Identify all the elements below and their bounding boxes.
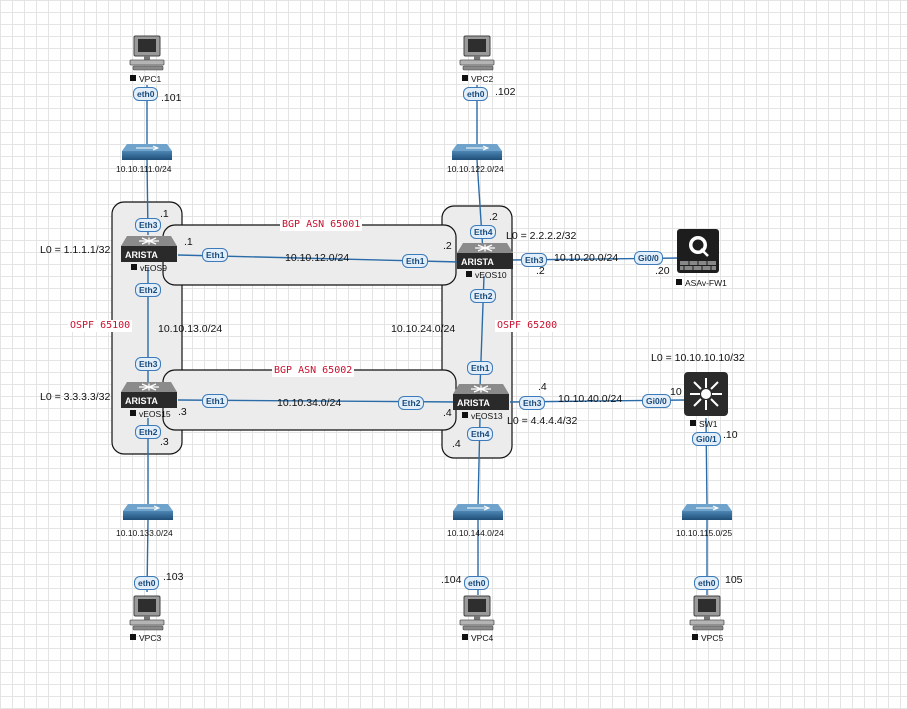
subnet-10-10-24: 10.10.24.0/24 xyxy=(391,323,456,335)
switch-10-10-144-icon[interactable] xyxy=(452,503,504,521)
port-vpc1-eth0[interactable]: eth0 xyxy=(133,87,159,101)
subnet-10-10-13: 10.10.13.0/24 xyxy=(158,323,223,335)
arista-logo-veos9: ARISTA xyxy=(125,250,158,260)
veos13-name: vEOS13 xyxy=(462,411,503,421)
veos10-loopback: L0 = 2.2.2.2/32 xyxy=(506,230,577,242)
host-asa-gi00: .20 xyxy=(655,265,670,277)
port-veos9-eth1[interactable]: Eth1 xyxy=(202,248,229,262)
arista-logo-veos13: ARISTA xyxy=(457,398,490,408)
port-veos15-eth1[interactable]: Eth1 xyxy=(202,394,229,408)
host-vpc5: 105 xyxy=(725,574,743,586)
port-veos15-eth3[interactable]: Eth3 xyxy=(135,357,162,371)
vpc3-icon[interactable] xyxy=(129,595,165,631)
port-veos10-eth2[interactable]: Eth2 xyxy=(470,289,497,303)
port-veos15-eth2[interactable]: Eth2 xyxy=(135,425,162,439)
arista-logo-veos10: ARISTA xyxy=(461,257,494,267)
ospf-65100-label: OSPF 65100 xyxy=(68,320,133,332)
veos15-name: vEOS15 xyxy=(130,409,171,419)
port-vpc2-eth0[interactable]: eth0 xyxy=(463,87,489,101)
host-veos10-eth4: .2 xyxy=(489,211,498,223)
host-vpc1: .101 xyxy=(161,92,182,104)
host-veos13-eth3: .4 xyxy=(538,381,547,393)
host-sw1-gi00: 10 xyxy=(670,386,682,398)
host-vpc2: .102 xyxy=(495,86,516,98)
host-veos15-eth1: .3 xyxy=(178,406,187,418)
veos9-loopback: L0 = 1.1.1.1/32 xyxy=(40,244,111,256)
host-vpc4: .104 xyxy=(441,574,462,586)
port-sw1-gi00[interactable]: Gi0/0 xyxy=(642,394,671,408)
port-vpc4-eth0[interactable]: eth0 xyxy=(464,576,490,590)
subnet-10-10-40: 10.10.40.0/24 xyxy=(558,393,623,405)
port-vpc3-eth0[interactable]: eth0 xyxy=(134,576,160,590)
host-veos10-eth1: .2 xyxy=(443,240,452,252)
vpc1-name: VPC1 xyxy=(130,74,161,84)
switch-10-10-133-icon[interactable] xyxy=(122,503,174,521)
subnet-10-10-133: 10.10.133.0/24 xyxy=(116,528,173,538)
vpc4-icon[interactable] xyxy=(459,595,495,631)
port-vpc5-eth0[interactable]: eth0 xyxy=(694,576,720,590)
vpc3-name: VPC3 xyxy=(130,633,161,643)
vpc5-icon[interactable] xyxy=(689,595,725,631)
subnet-10-10-20: 10.10.20.0/24 xyxy=(554,252,619,264)
port-veos13-eth1[interactable]: Eth1 xyxy=(467,361,494,375)
port-veos9-eth2[interactable]: Eth2 xyxy=(135,283,162,297)
sw1-l3-switch-icon[interactable] xyxy=(684,372,728,416)
bgp-asn-65001-label: BGP ASN 65001 xyxy=(280,219,363,231)
host-sw1-gi01: .10 xyxy=(723,429,738,441)
subnet-10-10-144: 10.10.144.0/24 xyxy=(447,528,504,538)
asa-name: ASAv-FW1 xyxy=(676,278,727,288)
vpc5-name: VPC5 xyxy=(692,633,723,643)
subnet-10-10-115: 10.10.115.0/25 xyxy=(676,528,733,538)
asa-firewall-icon[interactable] xyxy=(677,229,719,273)
ospf-65200-label: OSPF 65200 xyxy=(495,320,560,332)
subnet-10-10-12: 10.10.12.0/24 xyxy=(285,252,350,264)
host-veos15-eth2: .3 xyxy=(160,436,169,448)
port-veos13-eth4[interactable]: Eth4 xyxy=(467,427,494,441)
switch-10-10-122-icon[interactable] xyxy=(451,143,503,161)
arista-logo-veos15: ARISTA xyxy=(125,396,158,406)
veos15-loopback: L0 = 3.3.3.3/32 xyxy=(40,391,111,403)
port-sw1-gi01[interactable]: Gi0/1 xyxy=(692,432,721,446)
vpc1-icon[interactable] xyxy=(129,35,165,71)
host-veos10-eth3: .2 xyxy=(536,265,545,277)
vpc2-name: VPC2 xyxy=(462,74,493,84)
host-veos13-eth4: .4 xyxy=(452,438,461,450)
port-veos10-eth1[interactable]: Eth1 xyxy=(402,254,429,268)
port-veos10-eth4[interactable]: Eth4 xyxy=(470,225,497,239)
bgp-asn-65002-label: BGP ASN 65002 xyxy=(272,365,355,377)
veos9-name: vEOS9 xyxy=(131,263,167,273)
vpc2-icon[interactable] xyxy=(459,35,495,71)
switch-10-10-115-icon[interactable] xyxy=(681,503,733,521)
host-vpc3: .103 xyxy=(163,571,184,583)
switch-10-10-111-icon[interactable] xyxy=(121,143,173,161)
port-veos13-eth2[interactable]: Eth2 xyxy=(398,396,425,410)
host-veos13-eth1: .4 xyxy=(443,407,452,419)
subnet-10-10-122: 10.10.122.0/24 xyxy=(447,164,504,174)
host-veos9-eth1: .1 xyxy=(184,236,193,248)
vpc4-name: VPC4 xyxy=(462,633,493,643)
subnet-10-10-111: 10.10.111.0/24 xyxy=(116,164,172,174)
port-veos9-eth3[interactable]: Eth3 xyxy=(135,218,162,232)
subnet-10-10-34: 10.10.34.0/24 xyxy=(277,397,342,409)
port-veos13-eth3[interactable]: Eth3 xyxy=(519,396,546,410)
sw1-name: SW1 xyxy=(690,419,717,429)
sw1-loopback: L0 = 10.10.10.10/32 xyxy=(651,352,745,364)
veos10-name: vEOS10 xyxy=(466,270,507,280)
port-asa-gi00[interactable]: Gi0/0 xyxy=(634,251,663,265)
port-veos10-eth3[interactable]: Eth3 xyxy=(521,253,548,267)
veos13-loopback: L0 = 4.4.4.4/32 xyxy=(507,415,578,427)
host-veos9-eth3: .1 xyxy=(160,208,169,220)
